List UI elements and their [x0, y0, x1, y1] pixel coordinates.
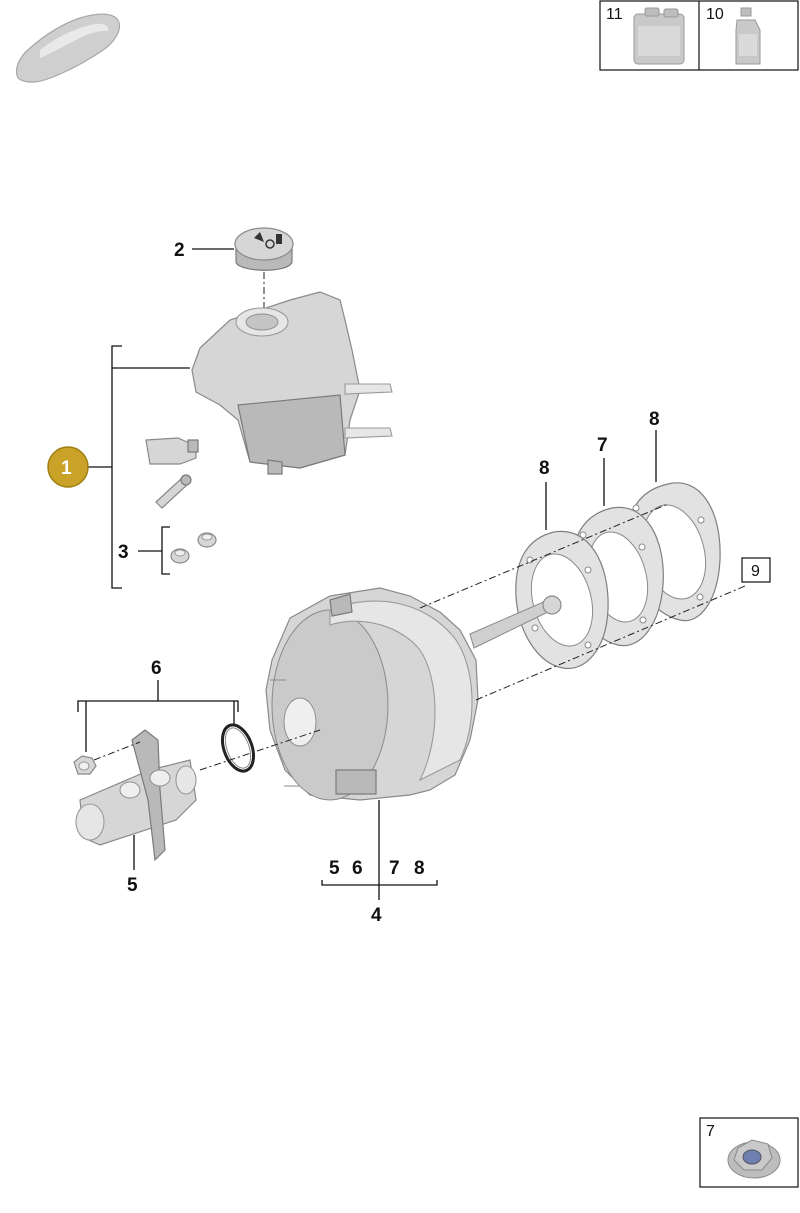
callout-4-sub-5[interactable]: 5 — [329, 858, 340, 879]
fluid-canister-icon[interactable] — [633, 7, 685, 65]
reservoir-cap[interactable] — [234, 227, 294, 271]
fluid-bottle-icon[interactable] — [735, 7, 761, 65]
pushrod — [469, 595, 562, 649]
brake-fluid-reservoir[interactable] — [191, 291, 393, 475]
callout-2[interactable]: 2 — [174, 240, 185, 261]
callout-9: 9 — [751, 563, 760, 580]
flange-nut-icon[interactable] — [727, 1139, 781, 1179]
callout-1: 1 — [61, 458, 72, 479]
box-number-10: 10 — [706, 6, 724, 23]
level-sensor-pin[interactable] — [155, 474, 192, 509]
callout-6-group[interactable]: 6 — [151, 658, 162, 679]
callout-4-sub-8[interactable]: 8 — [414, 858, 425, 879]
vehicle-silhouette-icon — [15, 13, 121, 83]
seal-o-ring[interactable] — [217, 721, 260, 776]
master-cylinder[interactable] — [75, 729, 197, 862]
callout-4-sub-7[interactable]: 7 — [389, 858, 400, 879]
callout-5-cylinder[interactable]: 5 — [127, 875, 138, 896]
box-number-7: 7 — [706, 1123, 715, 1140]
master-cylinder-nut[interactable] — [73, 755, 97, 775]
accessory-box-nut: 7 — [699, 1117, 799, 1188]
grommet-a[interactable] — [170, 548, 190, 564]
box-number-11: 11 — [606, 6, 623, 23]
callout-9-box[interactable]: 9 — [741, 557, 771, 583]
callout-4-sub-6[interactable]: 6 — [352, 858, 363, 879]
gasket-front[interactable] — [515, 530, 609, 670]
callout-4[interactable]: 4 — [371, 905, 382, 926]
callout-8-front[interactable]: 8 — [539, 458, 550, 479]
brake-booster[interactable] — [265, 587, 479, 801]
accessory-box-fluids: 11 10 — [599, 0, 799, 71]
callout-3[interactable]: 3 — [118, 542, 129, 563]
level-sensor-connector[interactable] — [145, 437, 199, 465]
grommet-b[interactable] — [197, 532, 217, 548]
callout-8-rear[interactable]: 8 — [649, 409, 660, 430]
callout-1-badge[interactable]: 1 — [47, 446, 89, 488]
callout-7-gasket[interactable]: 7 — [597, 435, 608, 456]
